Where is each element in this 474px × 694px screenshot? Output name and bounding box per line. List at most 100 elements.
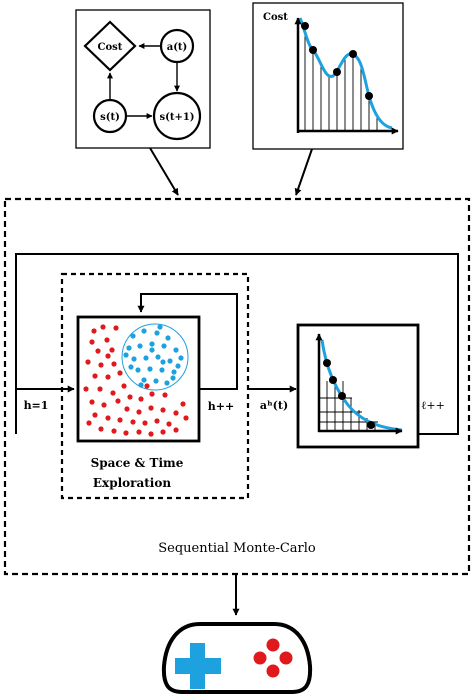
cost-plot-sample-lines	[304, 26, 378, 131]
red-particle	[89, 399, 95, 405]
cost-node-label: Cost	[98, 42, 123, 53]
cost-node: Cost	[83, 20, 137, 72]
red-particle	[86, 420, 92, 426]
blue-particle	[135, 367, 141, 373]
exploration-title-line1: Space & Time	[91, 456, 184, 470]
selection-panel	[296, 323, 420, 449]
blue-particle	[149, 341, 155, 347]
particle-cluster-circle	[121, 323, 189, 391]
blue-particle	[131, 356, 137, 362]
next-state-node-label: s(t+1)	[159, 112, 194, 123]
red-particle	[136, 409, 142, 415]
red-particle	[127, 394, 133, 400]
red-particle	[97, 386, 103, 392]
mdp-box: Cost a(t) s(t) s(t+1)	[75, 9, 211, 149]
blue-particle	[154, 330, 160, 336]
red-particle	[121, 383, 127, 389]
init-label: h=1	[24, 399, 49, 412]
gamepad-icon	[161, 622, 313, 694]
selection-samples	[323, 359, 375, 429]
red-particle	[115, 398, 121, 404]
outer-loop-line	[15, 253, 459, 435]
next-state-node: s(t+1)	[152, 91, 202, 141]
red-particle	[105, 374, 111, 380]
red-particle	[85, 359, 91, 365]
dpad-icon	[175, 643, 221, 689]
state-node: s(t)	[92, 98, 128, 134]
blue-particle	[171, 369, 177, 375]
exploration-title-line2: Exploration	[93, 476, 171, 490]
blue-particle	[141, 377, 147, 383]
blue-particle	[173, 347, 179, 353]
cost-plot-box: Cost	[252, 2, 404, 150]
blue-particle	[128, 364, 134, 370]
blue-particle	[161, 343, 167, 349]
exploration-box: Space & Time Exploration h++	[60, 272, 250, 500]
action-node: a(t)	[159, 28, 195, 64]
blue-particle	[170, 375, 176, 381]
red-particle	[95, 348, 101, 354]
red-particles	[83, 324, 189, 437]
blue-particle	[157, 324, 163, 330]
red-particle	[105, 353, 111, 359]
outer-loop-label: ℓ++	[421, 399, 445, 412]
red-particle	[104, 337, 110, 343]
red-particle	[180, 401, 186, 407]
blue-particles	[123, 324, 184, 388]
blue-particle	[130, 333, 136, 339]
particle-panel	[76, 315, 201, 443]
blue-particle	[138, 382, 144, 388]
red-particle	[105, 415, 111, 421]
red-particle	[136, 429, 142, 435]
red-particle	[117, 417, 123, 423]
red-particle	[92, 373, 98, 379]
inner-increment-label: h++	[208, 400, 234, 413]
blue-particle	[126, 345, 132, 351]
blue-particle	[167, 358, 173, 364]
blue-particle	[143, 355, 149, 361]
red-particle	[101, 402, 107, 408]
red-particle	[92, 412, 98, 418]
red-particle	[123, 430, 129, 436]
blue-particle	[160, 359, 166, 365]
red-particle	[124, 406, 130, 412]
red-particle	[144, 383, 150, 389]
red-particle	[173, 427, 179, 433]
action-sample-label: aʰ(t)	[260, 399, 288, 412]
red-particle	[110, 390, 116, 396]
blue-particle	[175, 363, 181, 369]
blue-particle	[159, 367, 165, 373]
red-particle	[91, 328, 97, 334]
red-particle	[173, 410, 179, 416]
action-buttons-icon	[253, 638, 293, 678]
red-particle	[111, 361, 117, 367]
blue-particle	[155, 354, 161, 360]
red-particle	[89, 339, 95, 345]
red-particle	[100, 324, 106, 330]
blue-particle	[165, 335, 171, 341]
red-particle	[130, 419, 136, 425]
red-particle	[113, 325, 119, 331]
red-particle	[166, 421, 172, 427]
blue-particle	[147, 366, 153, 372]
red-particle	[160, 407, 166, 413]
red-particle	[183, 415, 189, 421]
red-particle	[109, 347, 115, 353]
red-particle	[160, 429, 166, 435]
action-node-label: a(t)	[167, 42, 188, 53]
state-node-label: s(t)	[100, 112, 120, 123]
red-particle	[154, 418, 160, 424]
red-particle	[111, 428, 117, 434]
red-particle	[142, 420, 148, 426]
red-particle	[83, 386, 89, 392]
red-particle	[117, 370, 123, 376]
blue-particle	[123, 352, 129, 358]
blue-particle	[149, 347, 155, 353]
cost-plot-samples	[301, 22, 373, 100]
blue-particle	[137, 343, 143, 349]
red-particle	[148, 431, 154, 437]
blue-particle	[178, 355, 184, 361]
smc-title: Sequential Monte-Carlo	[158, 541, 316, 556]
smc-box: Sequential Monte-Carlo ℓ++ h=1 Space & T…	[3, 197, 471, 576]
